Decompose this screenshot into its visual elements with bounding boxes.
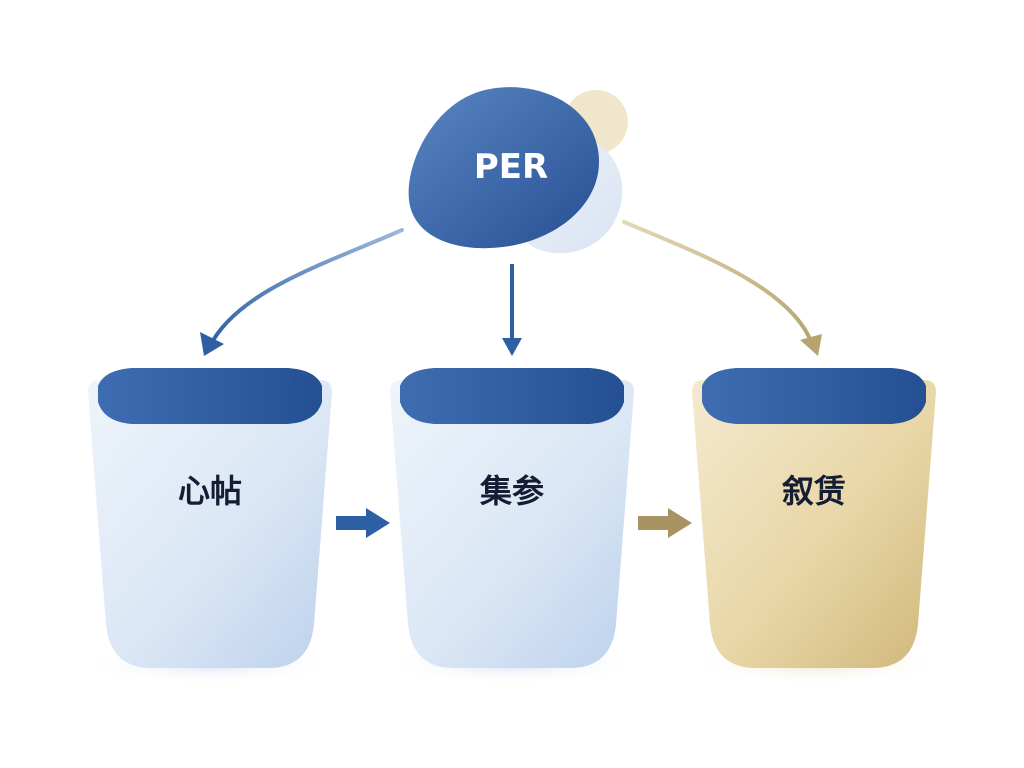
bucket-label: 叙赁 — [782, 472, 846, 510]
source-node: PER — [408, 87, 628, 254]
arrowhead-right — [800, 334, 822, 356]
bucket-3: 叙赁 — [684, 368, 944, 686]
connector-arrow-1-2 — [336, 508, 390, 538]
bucket-1: 心帖 — [80, 368, 340, 686]
arrowhead-left — [200, 332, 224, 356]
flow-arrow-left — [200, 228, 404, 356]
bucket-lid — [98, 368, 322, 424]
connector-arrow-2-3 — [638, 508, 692, 538]
bucket-label: 心帖 — [178, 472, 242, 510]
source-blob — [408, 87, 600, 249]
arrowhead-middle — [502, 338, 522, 356]
bucket-body — [390, 380, 634, 668]
bucket-label: 集参 — [479, 472, 544, 510]
flow-arrow-middle — [502, 264, 522, 356]
bucket-lid — [702, 368, 926, 424]
source-label: PER — [474, 147, 548, 187]
bucket-body — [692, 380, 936, 668]
flow-arrow-right — [622, 220, 822, 356]
connector-arrowhead — [366, 508, 390, 538]
connector-arrowhead — [668, 508, 692, 538]
bucket-2: 集参 — [382, 368, 642, 686]
bucket-lid — [400, 368, 624, 424]
bucket-body — [88, 380, 332, 668]
